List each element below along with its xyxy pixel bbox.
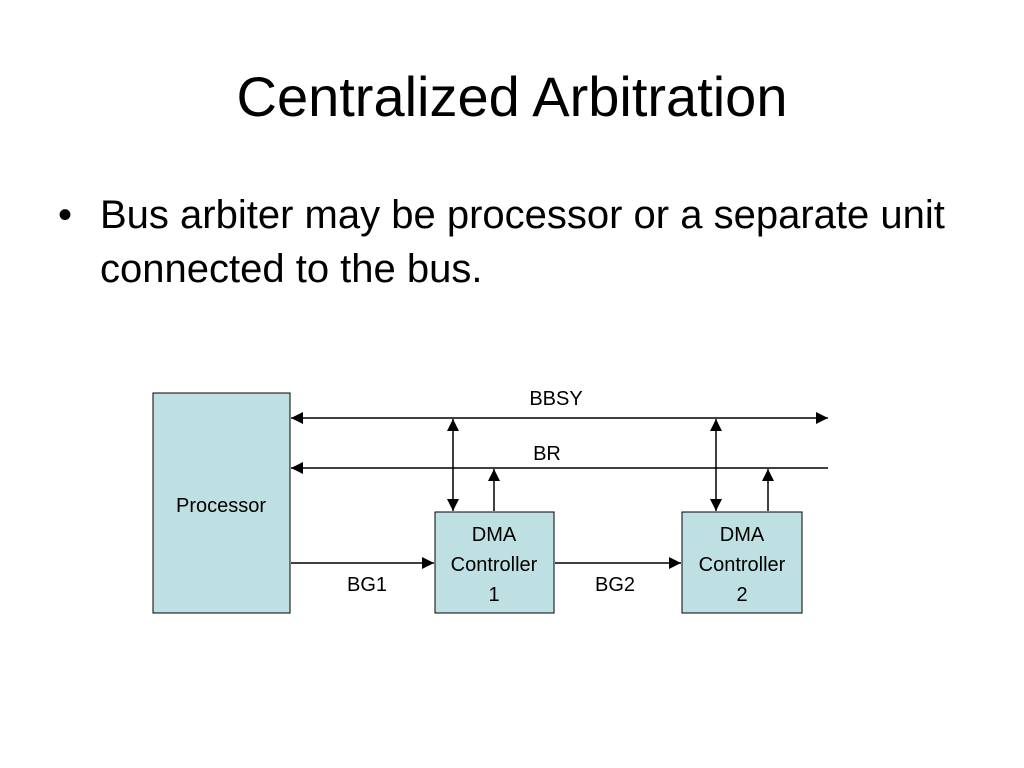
bullet-list: • Bus arbiter may be processor or a sepa… <box>58 188 958 296</box>
processor-label: Processor <box>176 495 266 517</box>
br-label: BR <box>533 443 561 465</box>
dma-controller-1-label-line3: 1 <box>488 584 499 606</box>
bg2-label: BG2 <box>595 574 635 596</box>
bullet-icon: • <box>58 193 73 237</box>
bullet-text: Bus arbiter may be processor or a separa… <box>100 193 945 291</box>
bbsy-label: BBSY <box>529 388 582 410</box>
dma-controller-2-label-line2: Controller <box>699 554 786 576</box>
dma-controller-1-label-line1: DMA <box>472 524 517 546</box>
processor-block <box>152 392 291 614</box>
dma-controller-2-block <box>681 511 803 614</box>
slide-title: Centralized Arbitration <box>236 65 788 128</box>
bullet-item: • Bus arbiter may be processor or a sepa… <box>58 188 958 296</box>
dma-controller-1-label-line2: Controller <box>451 554 538 576</box>
dma-controller-2-label-line3: 2 <box>736 584 747 606</box>
bg1-label: BG1 <box>347 574 387 596</box>
dma-controller-2-label-line1: DMA <box>720 524 765 546</box>
dma-controller-1-block <box>434 511 555 614</box>
